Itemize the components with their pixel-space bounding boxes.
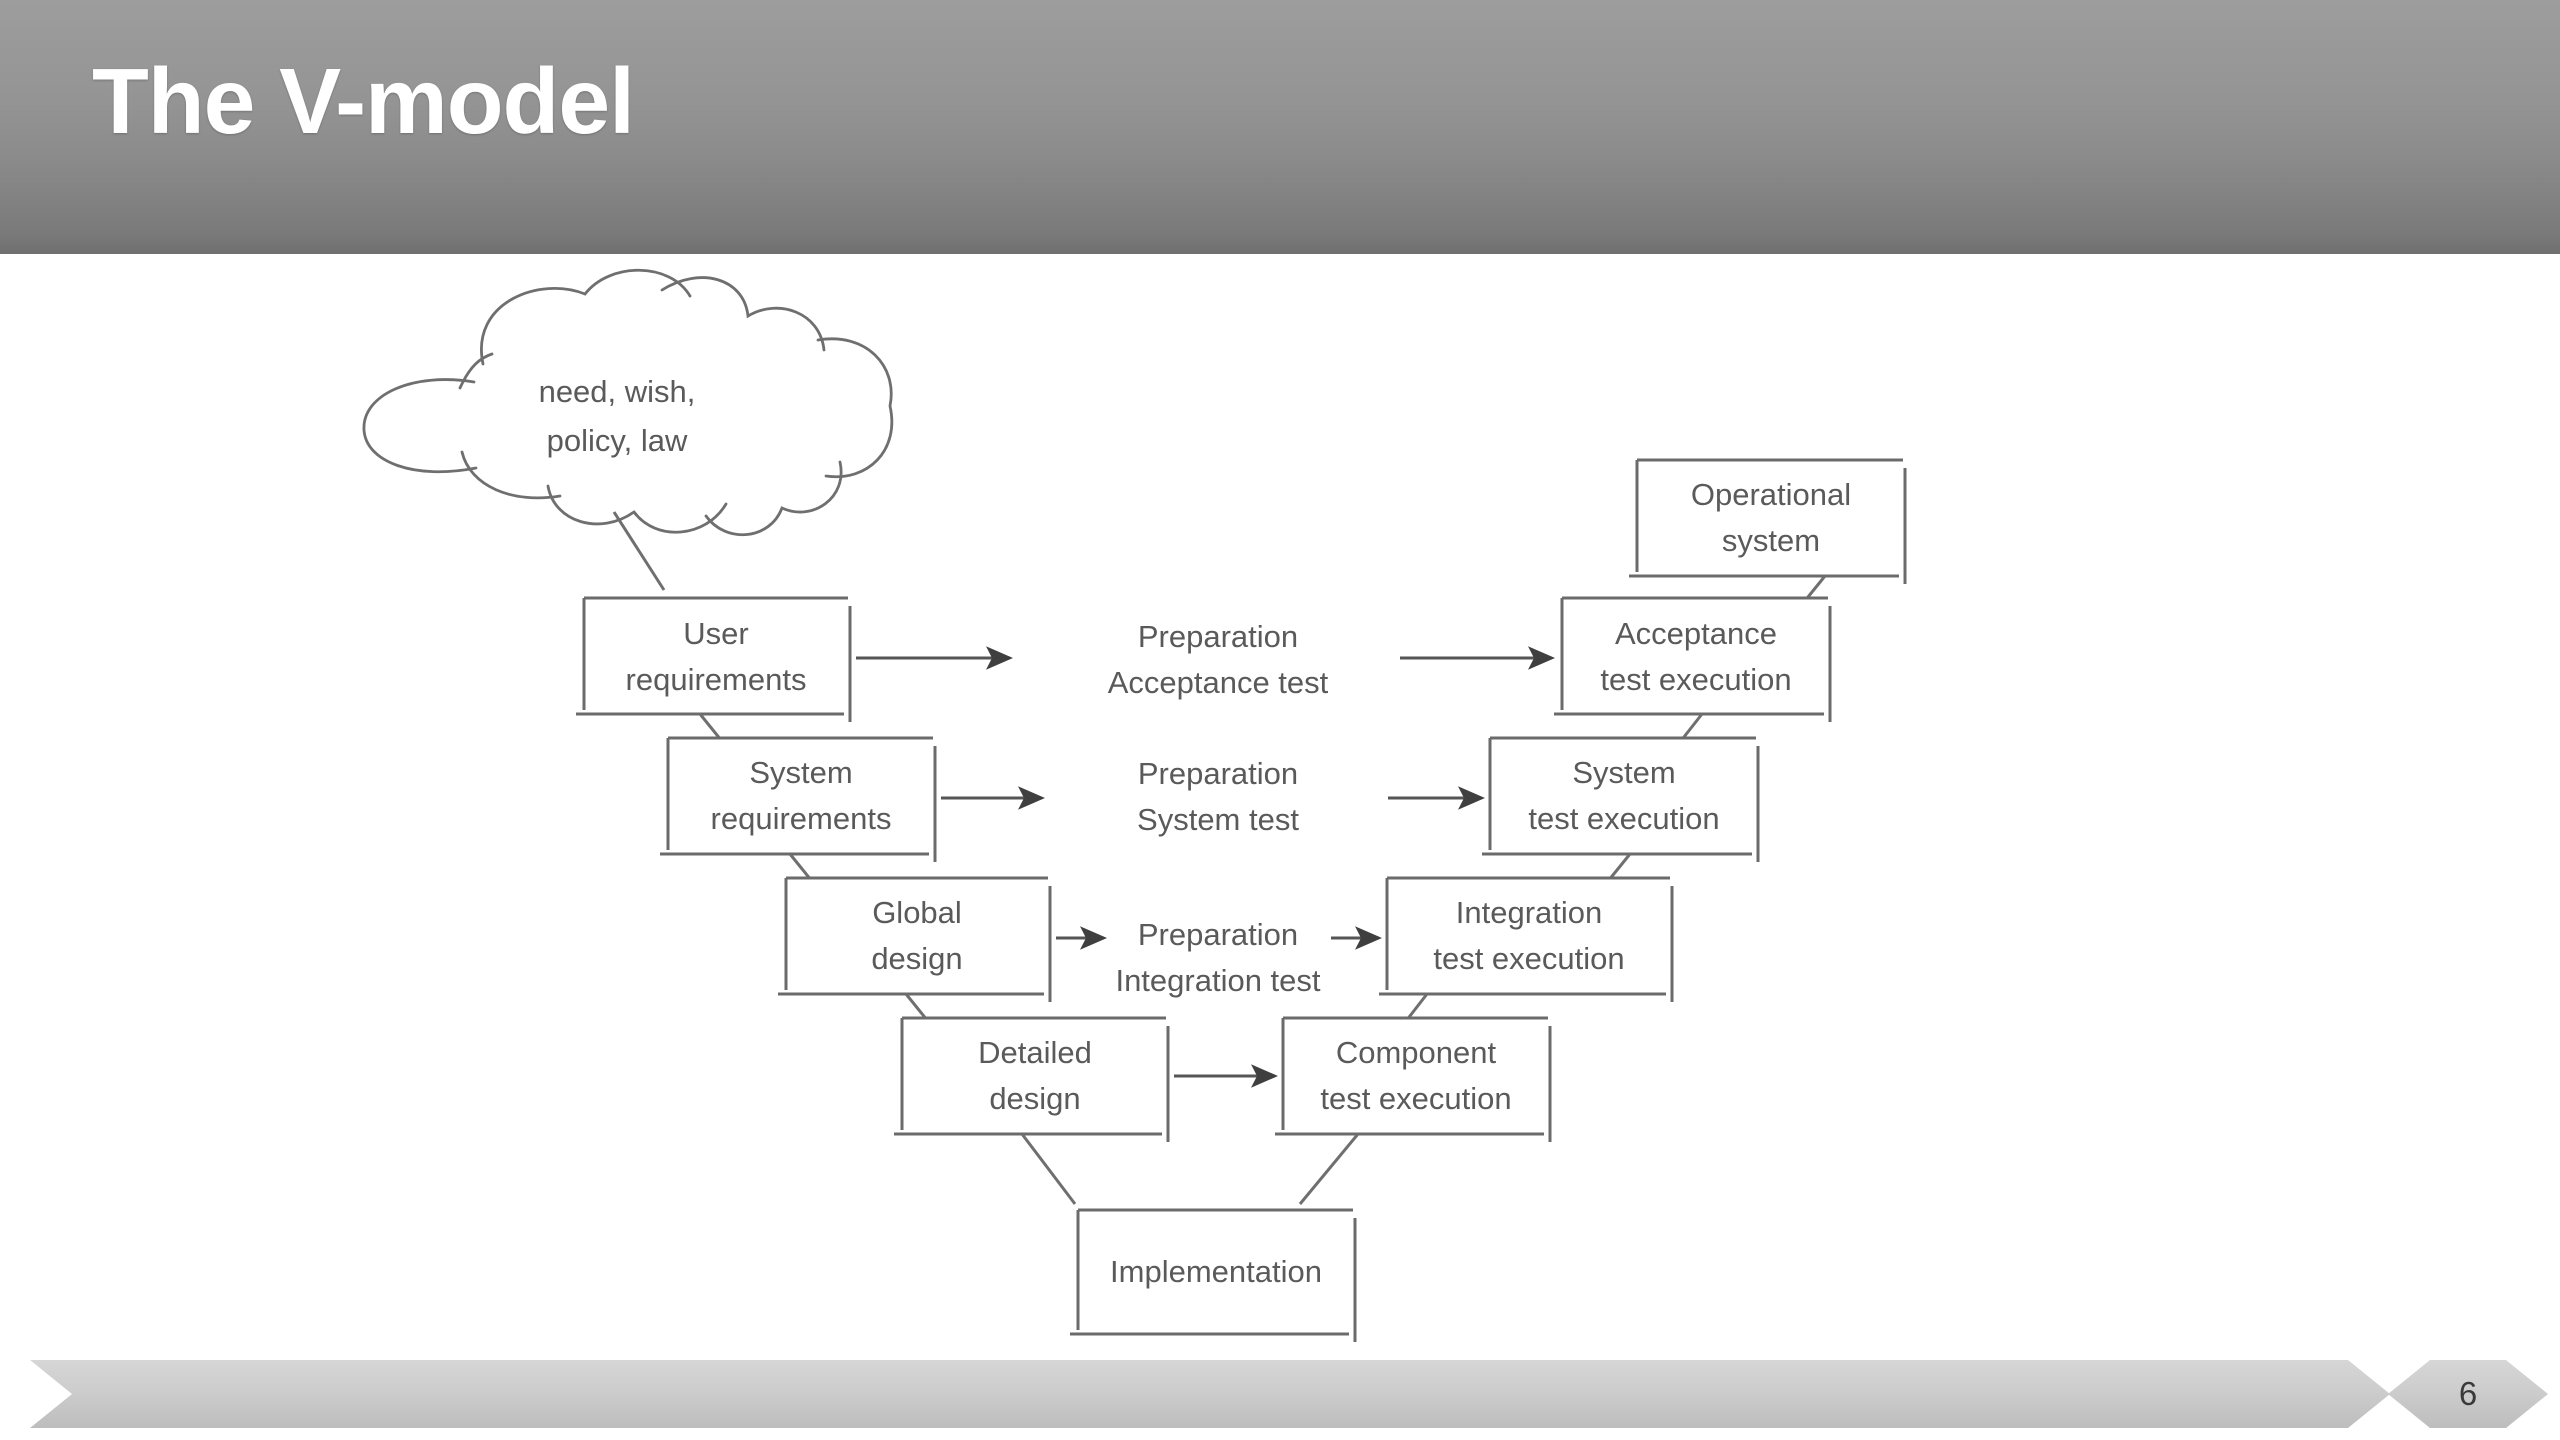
box-label-line1: Component	[1336, 1035, 1497, 1070]
cloud-need-wish-policy-law: need, wish, policy, law	[362, 268, 894, 591]
mid-label-line1: Preparation	[1138, 756, 1298, 791]
box-user-requirements: User requirements	[576, 596, 852, 722]
box-label-line1: Integration	[1456, 895, 1603, 930]
mid-label-line1: Preparation	[1138, 619, 1298, 654]
footer-ribbon-shape	[30, 1360, 2390, 1428]
connector-component-to-implementation	[1298, 1133, 1360, 1205]
connector-detailed-to-implementation	[1020, 1133, 1077, 1205]
box-label-line1: Acceptance	[1615, 616, 1777, 651]
box-label-line2: test execution	[1433, 941, 1624, 976]
slide-footer-bar: 6	[0, 1354, 2560, 1440]
cloud-text-line2: policy, law	[547, 423, 688, 458]
label-preparation-integration-test: Preparation Integration test	[1115, 917, 1320, 998]
box-detailed-design: Detailed design	[894, 1016, 1170, 1142]
mid-label-line1: Preparation	[1138, 917, 1298, 952]
mid-label-line2: Integration test	[1115, 963, 1320, 998]
cloud-text-line1: need, wish,	[539, 374, 696, 409]
box-label-line2: requirements	[711, 801, 892, 836]
box-label-line2: test execution	[1528, 801, 1719, 836]
slide-header-bar: The V-model	[0, 0, 2560, 254]
box-label-line2: test execution	[1320, 1081, 1511, 1116]
box-label-line2: system	[1722, 523, 1820, 558]
box-label-line2: design	[871, 941, 962, 976]
v-model-diagram: need, wish, policy, law User requirement…	[362, 268, 1907, 1342]
box-component-test-execution: Component test execution	[1275, 1016, 1552, 1142]
page-title: The V-model	[92, 49, 635, 153]
box-label-line1: Implementation	[1110, 1254, 1322, 1289]
slide-content-area: need, wish, policy, law User requirement…	[0, 254, 2560, 1354]
mid-label-line2: System test	[1137, 802, 1299, 837]
box-integration-test-execution: Integration test execution	[1379, 876, 1674, 1002]
box-label-line2: requirements	[626, 662, 807, 697]
box-label-line1: System	[749, 755, 852, 790]
box-implementation: Implementation	[1070, 1208, 1357, 1342]
box-label-line1: Global	[872, 895, 962, 930]
box-label-line1: Detailed	[978, 1035, 1092, 1070]
box-label-line2: design	[989, 1081, 1080, 1116]
box-label-line1: Operational	[1691, 477, 1851, 512]
label-preparation-acceptance-test: Preparation Acceptance test	[1108, 619, 1329, 700]
mid-label-line2: Acceptance test	[1108, 665, 1329, 700]
box-global-design: Global design	[778, 876, 1052, 1002]
page-number: 6	[2458, 1375, 2478, 1412]
box-label-line1: User	[683, 616, 748, 651]
box-system-requirements: System requirements	[660, 736, 937, 862]
box-operational-system: Operational system	[1629, 458, 1907, 584]
box-label-line1: System	[1572, 755, 1675, 790]
box-system-test-execution: System test execution	[1482, 736, 1760, 862]
label-preparation-system-test: Preparation System test	[1137, 756, 1299, 837]
box-label-line2: test execution	[1600, 662, 1791, 697]
box-acceptance-test-execution: Acceptance test execution	[1554, 596, 1832, 722]
